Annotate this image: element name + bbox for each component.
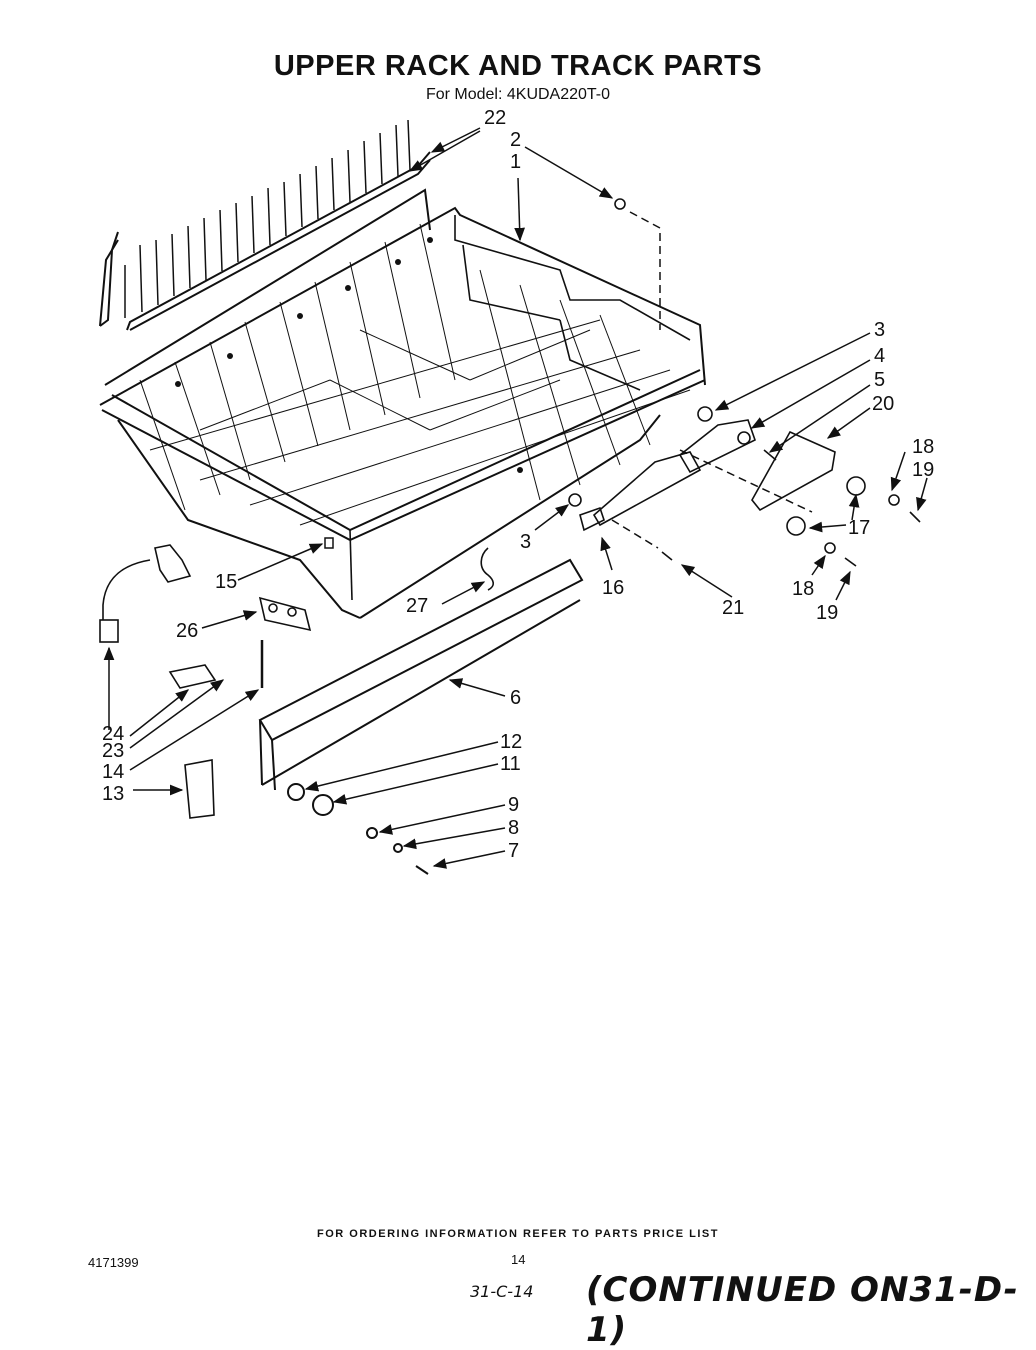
exploded-view-drawing: 22 2 1 3 4 5 20 18 19 17 18 19 3 16 21 1… — [99, 107, 934, 875]
small-parts-drawing — [99, 544, 312, 819]
callout-9: 9 — [508, 794, 519, 816]
callout-18-lower: 18 — [792, 578, 814, 600]
callout-12: 12 — [500, 731, 522, 753]
callout-26: 26 — [176, 620, 198, 642]
callout-24: 24 — [102, 723, 124, 745]
page-title: UPPER RACK AND TRACK PARTS — [273, 50, 763, 82]
callout-2: 2 — [510, 129, 521, 151]
callout-22: 22 — [484, 107, 506, 129]
callout-19-upper: 19 — [912, 459, 934, 481]
callout-20: 20 — [872, 393, 894, 415]
callout-19-lower: 19 — [816, 602, 838, 624]
callout-3-lower: 3 — [520, 531, 531, 553]
front-track-drawing — [258, 558, 584, 875]
upper-rack-basket-drawing — [99, 188, 706, 619]
callout-leader-lines — [103, 127, 928, 869]
callout-1: 1 — [510, 151, 521, 173]
callout-23: 23 — [102, 740, 124, 762]
handwritten-reference: 31-C-14 — [470, 1282, 534, 1301]
callout-8: 8 — [508, 817, 519, 839]
callout-14: 14 — [102, 761, 124, 783]
continued-note: (CONTINUED ON31-D-1) — [586, 1270, 1019, 1350]
callout-4: 4 — [874, 345, 885, 367]
callout-3-upper: 3 — [874, 319, 885, 341]
rack-adjuster-hardware-drawing — [480, 198, 921, 591]
callout-27: 27 — [406, 595, 428, 617]
ordering-info-note: FOR ORDERING INFORMATION REFER TO PARTS … — [317, 1228, 719, 1240]
callout-7: 7 — [508, 840, 519, 862]
callout-17: 17 — [848, 517, 870, 539]
callout-21: 21 — [722, 597, 744, 619]
callout-15: 15 — [215, 571, 237, 593]
callout-16: 16 — [602, 577, 624, 599]
document-number: 4171399 — [88, 1255, 139, 1270]
callout-18-upper: 18 — [912, 436, 934, 458]
callout-5: 5 — [874, 369, 885, 391]
callout-labels: 22 2 1 3 4 5 20 18 19 17 18 19 3 16 21 1… — [102, 107, 934, 862]
callout-6: 6 — [510, 687, 521, 709]
parts-diagram-page: UPPER RACK AND TRACK PARTS For Model: 4K… — [88, 50, 1018, 1350]
page-number: 14 — [511, 1252, 526, 1267]
callout-11: 11 — [500, 753, 521, 775]
model-subtitle: For Model: 4KUDA220T-0 — [425, 86, 611, 103]
callout-13: 13 — [102, 783, 124, 805]
tine-rows-drawing — [99, 119, 431, 331]
